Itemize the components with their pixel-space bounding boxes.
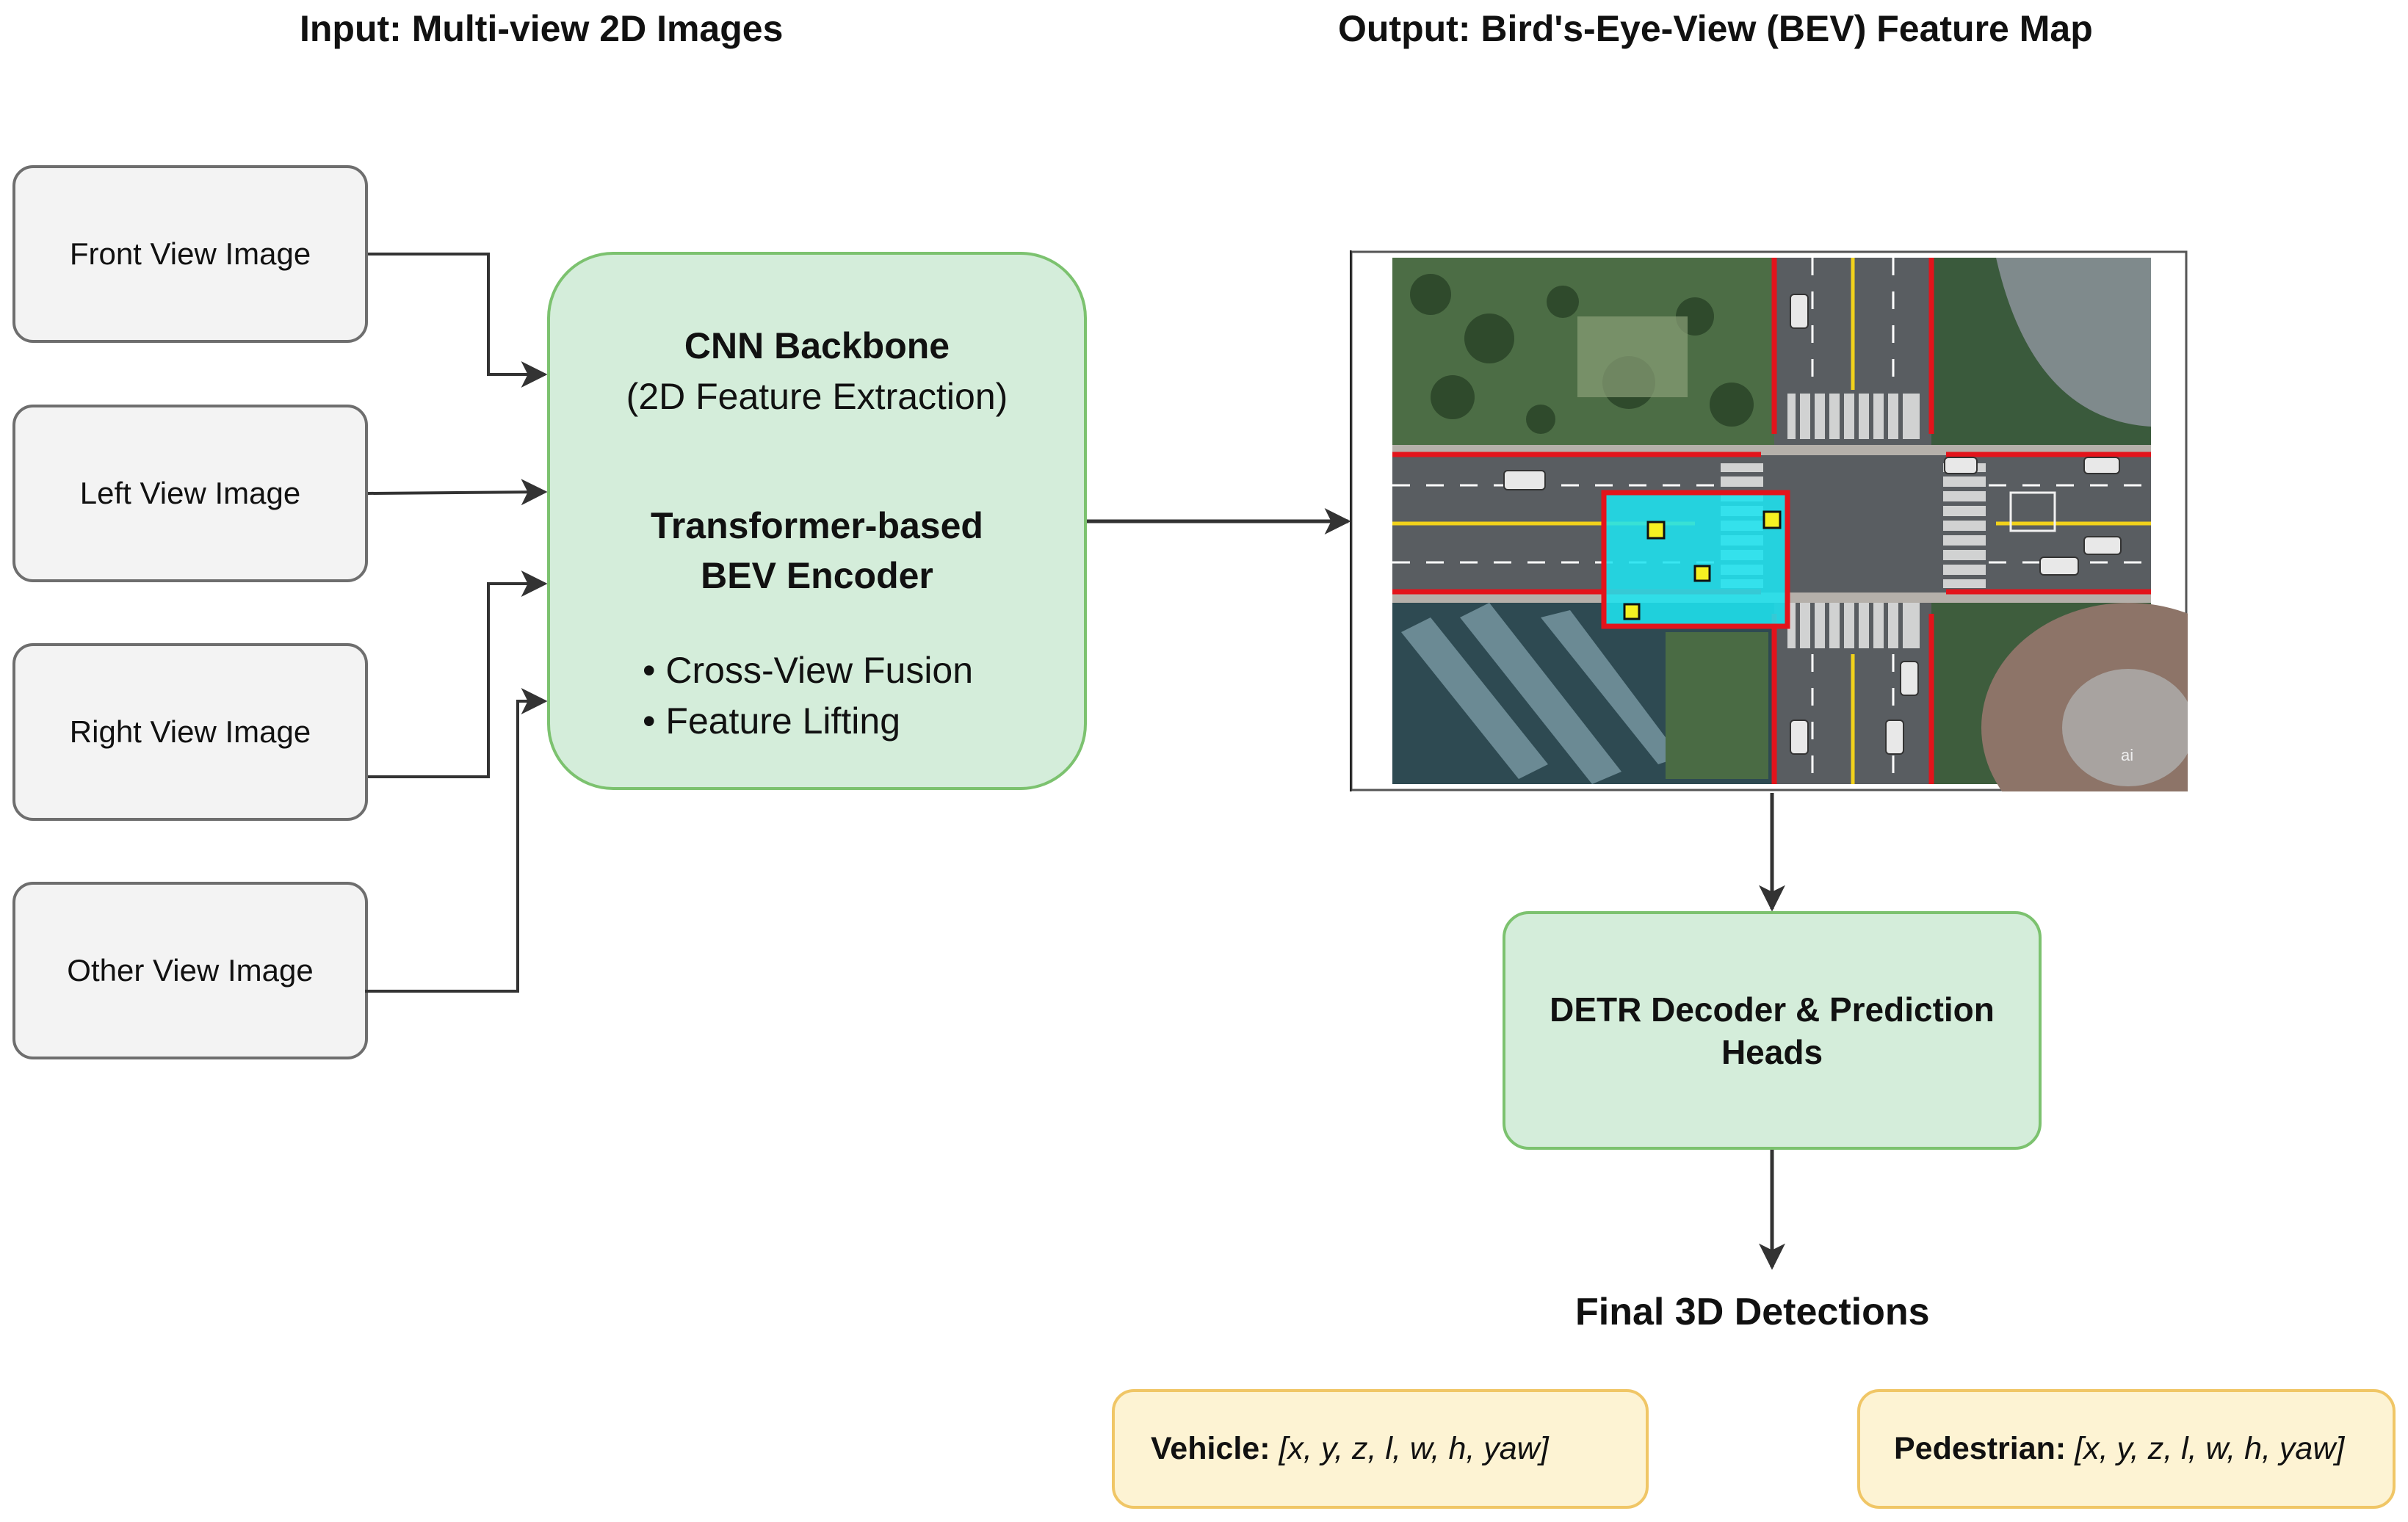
right-view-connector (368, 570, 548, 778)
encoder-subtitle: (2D Feature Extraction) (626, 376, 1008, 417)
vehicle-output-box: Vehicle: [x, y, z, l, w, h, yaw] (1112, 1389, 1649, 1509)
other-view-label: Other View Image (67, 953, 314, 988)
right-view-box: Right View Image (12, 643, 368, 821)
bev-detected-object (1762, 510, 1782, 529)
encoder-bullet-lifting: • Feature Lifting (643, 700, 901, 742)
output-heading: Output: Bird's-Eye-View (BEV) Feature Ma… (1338, 8, 2093, 49)
final-detections-heading: Final 3D Detections (1575, 1291, 1930, 1333)
front-view-label: Front View Image (69, 236, 311, 271)
decoder-line1: DETR Decoder & Prediction (1550, 990, 1995, 1029)
vehicle-label: Vehicle: (1151, 1431, 1270, 1466)
bev-detected-object (1693, 565, 1711, 582)
bev-road-edges (1392, 258, 2151, 784)
front-view-box: Front View Image (12, 165, 368, 343)
bev-map-image: ai (1350, 250, 2188, 791)
encoder-title2-line2: BEV Encoder (701, 555, 933, 596)
encoder-title: CNN Backbone (684, 325, 950, 366)
right-view-label: Right View Image (69, 714, 311, 749)
decoder-line2: Heads (1721, 1032, 1823, 1071)
pedestrian-output-box: Pedestrian: [x, y, z, l, w, h, yaw] (1857, 1389, 2396, 1509)
detr-decoder-box: DETR Decoder & Prediction Heads (1503, 911, 2042, 1150)
left-view-label: Left View Image (79, 476, 301, 510)
encoder-bullet-fusion: • Cross-View Fusion (643, 650, 974, 691)
left-view-connector (367, 479, 548, 506)
pedestrian-label: Pedestrian: (1894, 1431, 2067, 1466)
front-view-connector (368, 253, 548, 388)
input-heading: Input: Multi-view 2D Images (300, 8, 784, 49)
bev-encoder-box: CNN Backbone (2D Feature Extraction) Tra… (547, 252, 1087, 790)
bev-detected-object (1646, 521, 1666, 540)
other-view-connector (365, 688, 548, 993)
left-view-box: Left View Image (12, 405, 368, 582)
pedestrian-value: [x, y, z, l, w, h, yaw] (2075, 1431, 2345, 1466)
other-view-box: Other View Image (12, 882, 368, 1059)
bev-watermark: ai (2121, 746, 2133, 764)
encoder-title2-line1: Transformer-based (651, 505, 983, 546)
vehicle-value: [x, y, z, l, w, h, yaw] (1279, 1431, 1549, 1466)
bev-detected-object (1623, 603, 1641, 620)
